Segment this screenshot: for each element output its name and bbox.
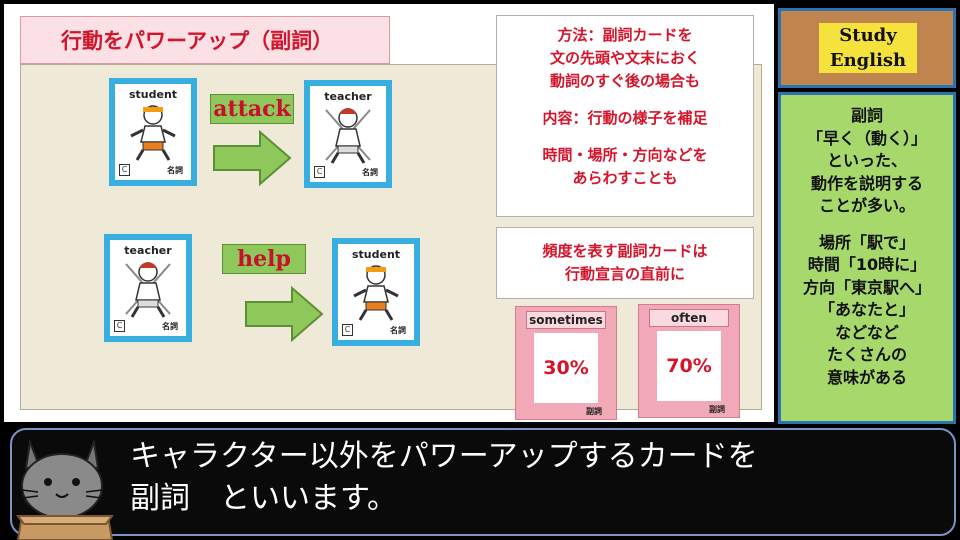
part-of-speech: 副詞 xyxy=(586,407,602,416)
card-teacher-top: teacher C 名詞 xyxy=(304,80,392,188)
sidebar-explanation: 副詞 「早く（動く）」 といった、 動作を説明する ことが多い。 場所「駅で」 … xyxy=(778,92,956,424)
sidebar-line: 「あなたと」 xyxy=(818,300,915,319)
sidebar-line: 副詞 xyxy=(850,106,883,125)
sidebar-line: 方向「東京駅へ」 xyxy=(802,277,931,297)
sidebar-line: 動作を説明する xyxy=(810,173,923,193)
countable-mark: C xyxy=(314,166,325,178)
card-student-bottom: student C 名詞 xyxy=(332,238,420,346)
frequency-line: 頻度を表す副詞カードは xyxy=(542,242,708,260)
part-of-speech: 名詞 xyxy=(162,322,178,331)
subtitle-line-1: キャラクター以外をパワーアップするカードを xyxy=(130,439,758,474)
teacher-figure-icon xyxy=(325,108,371,164)
teacher-figure-icon xyxy=(125,262,171,318)
sidebar-line: 場所「駅で」 xyxy=(818,232,915,252)
countable-mark: C xyxy=(342,324,353,336)
subtitle-text: キャラクター以外をパワーアップするカードを 副詞 といいます。 xyxy=(130,436,930,520)
card-teacher-bottom: teacher C 名詞 xyxy=(104,234,192,342)
method-line: 内容：行動の様子を補足 xyxy=(542,109,708,127)
adverb-card-often: often 70% 副詞 xyxy=(638,304,740,418)
sidebar-line: といった、 xyxy=(826,151,907,170)
cat-mascot-icon xyxy=(16,438,114,540)
arrow-right-icon xyxy=(245,286,324,342)
card-word: student xyxy=(128,88,178,101)
study-english-header: Study English xyxy=(778,8,956,88)
method-line: 時間・場所・方向などを xyxy=(542,146,708,164)
part-of-speech: 名詞 xyxy=(362,168,378,177)
sidebar-line: たくさんの xyxy=(826,345,907,364)
student-figure-icon xyxy=(130,105,176,161)
subtitle-line-2: 副詞 といいます。 xyxy=(130,481,397,516)
sidebar-line: などなど xyxy=(835,322,899,342)
header-line: Study xyxy=(839,25,897,46)
method-line: 方法：副詞カードを xyxy=(557,26,693,44)
countable-mark: C xyxy=(119,164,130,176)
adverb-word: sometimes xyxy=(526,311,606,329)
header-line: English xyxy=(829,50,907,71)
sidebar-line: ことが多い。 xyxy=(818,196,915,215)
method-line: 動詞のすぐ後の場合も xyxy=(549,72,700,90)
countable-mark: C xyxy=(114,320,125,332)
part-of-speech: 副詞 xyxy=(709,405,725,414)
arrow-right-icon xyxy=(213,130,292,186)
study-english-label: Study English xyxy=(819,23,917,73)
verb-attack: attack xyxy=(210,94,294,124)
method-info-box: 方法：副詞カードを 文の先頭や文末におく 動詞のすぐ後の場合も 内容：行動の様子… xyxy=(496,15,754,217)
adverb-frequency: 70% xyxy=(657,331,721,401)
part-of-speech: 名詞 xyxy=(390,326,406,335)
student-figure-icon xyxy=(353,265,399,321)
adverb-card-sometimes: sometimes 30% 副詞 xyxy=(515,306,617,420)
subtitle-bar xyxy=(10,428,956,536)
adverb-word: often xyxy=(649,309,729,327)
method-line: あらわすことも xyxy=(572,169,678,187)
card-word: student xyxy=(351,248,401,261)
adverb-frequency: 30% xyxy=(534,333,598,403)
card-word: teacher xyxy=(124,244,172,257)
part-of-speech: 名詞 xyxy=(167,166,183,175)
frequency-line: 行動宣言の直前に xyxy=(564,265,685,283)
sidebar-line: 「早く（動く）」 xyxy=(806,128,927,148)
page-title: 行動をパワーアップ（副詞） xyxy=(20,16,390,64)
card-word: teacher xyxy=(324,90,372,103)
frequency-info-box: 頻度を表す副詞カードは 行動宣言の直前に xyxy=(496,227,754,299)
verb-help: help xyxy=(222,244,306,274)
method-line: 文の先頭や文末におく xyxy=(549,49,700,67)
card-student-top: student C 名詞 xyxy=(109,78,197,186)
sidebar-line: 時間「10時に」 xyxy=(807,255,927,274)
sidebar-line: 意味がある xyxy=(826,367,907,387)
